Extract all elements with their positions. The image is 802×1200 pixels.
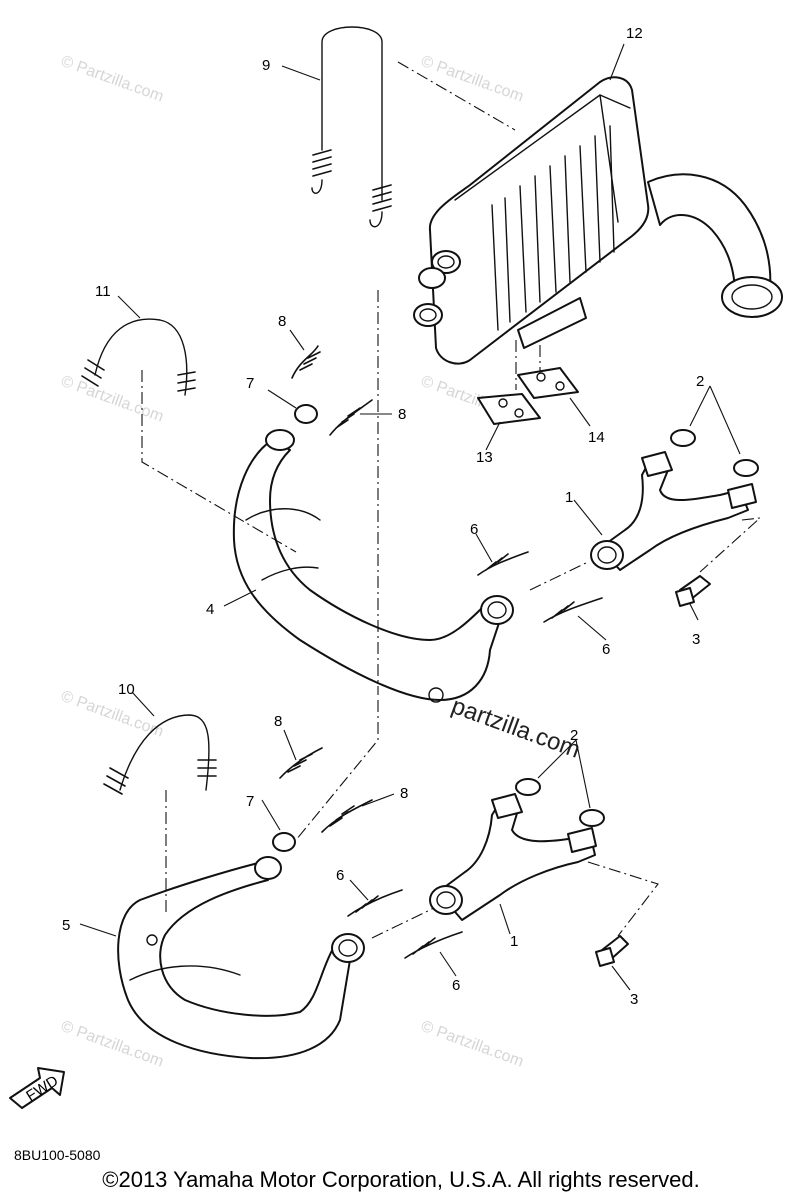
exhaust-joint-1 (429, 793, 597, 921)
callout-7: 7 (246, 375, 254, 392)
callout-6: 6 (452, 977, 460, 994)
gasket-2 (733, 459, 759, 477)
exhaust-pipe-4 (232, 429, 514, 703)
bolt-3 (675, 575, 711, 607)
gasket-2 (670, 429, 696, 447)
watermark: © Partzilla.com (419, 1018, 526, 1071)
callout-5: 5 (62, 917, 70, 934)
callout-6: 6 (470, 521, 478, 538)
callout-7: 7 (246, 793, 254, 810)
watermark: © Partzilla.com (419, 53, 526, 106)
bracket-14 (517, 367, 579, 399)
gasket-7 (294, 404, 318, 424)
copyright-notice: ©2013 Yamaha Motor Corporation, U.S.A. A… (102, 1167, 700, 1192)
callout-11: 11 (95, 283, 111, 300)
callout-1: 1 (510, 933, 518, 950)
silencer (413, 76, 783, 365)
leader-lines (79, 43, 741, 991)
callout-10: 10 (118, 681, 135, 698)
spring-8 (279, 747, 323, 779)
callout-8: 8 (274, 713, 282, 730)
spring-11 (81, 318, 196, 396)
spring-6 (347, 889, 403, 917)
callout-8: 8 (398, 406, 406, 423)
exhaust-pipe-5 (117, 856, 365, 1060)
callout-14: 14 (588, 429, 605, 446)
callout-2: 2 (696, 373, 704, 390)
watermark: © Partzilla.com (59, 373, 166, 426)
callout-8: 8 (278, 313, 286, 330)
gasket-2 (515, 778, 541, 796)
callout-8: 8 (400, 785, 408, 802)
watermark: © Partzilla.com (59, 53, 166, 106)
silencer-ribs (491, 125, 615, 331)
gasket-7 (272, 832, 296, 852)
callout-1: 1 (565, 489, 573, 506)
spring-6 (477, 551, 529, 576)
diagram-code: 8BU100-5080 (14, 1147, 101, 1163)
callout-6: 6 (336, 867, 344, 884)
spring-8 (321, 799, 373, 833)
callouts: 12 9 11 8 7 8 2 13 14 1 6 4 3 6 10 8 2 8… (62, 25, 704, 1008)
callout-3: 3 (630, 991, 638, 1008)
spring-8 (329, 399, 373, 436)
spring-6 (543, 597, 603, 623)
fwd-arrow-icon: FWD (9, 1067, 65, 1109)
callout-2: 2 (570, 727, 578, 744)
assembly-lines (141, 61, 762, 939)
callout-3: 3 (692, 631, 700, 648)
bolt-3 (595, 935, 629, 967)
exhaust-joint-1 (590, 451, 757, 571)
spring-8 (291, 345, 321, 379)
callout-6: 6 (602, 641, 610, 658)
spring-6 (404, 931, 463, 959)
callout-12: 12 (626, 25, 643, 42)
spring-9 (311, 26, 392, 228)
bracket-13 (477, 393, 541, 425)
callout-13: 13 (476, 449, 493, 466)
gasket-2 (579, 809, 605, 827)
spring-10 (103, 714, 217, 795)
callout-4: 4 (206, 601, 214, 618)
callout-9: 9 (262, 57, 270, 74)
